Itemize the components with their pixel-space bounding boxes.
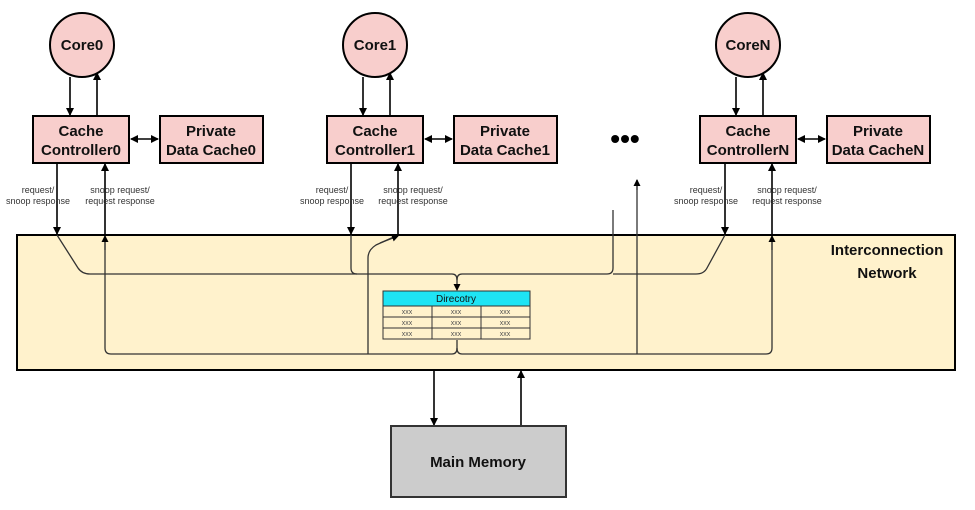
cache-controller-label-2: ControllerN xyxy=(707,142,790,159)
snoop-label-1: snoop request/ xyxy=(383,185,443,195)
cache-controller-label-1: Cache xyxy=(58,123,103,140)
directory-cell: xxx xyxy=(500,320,511,327)
core-label: CoreN xyxy=(725,37,770,54)
private-cache-label-2: Data Cache1 xyxy=(460,142,550,159)
core-node xyxy=(342,12,408,78)
directory-cell: xxx xyxy=(451,320,462,327)
request-label-1: request/ xyxy=(690,185,723,195)
snoop-label-1: snoop request/ xyxy=(90,185,150,195)
request-label-1: request/ xyxy=(22,185,55,195)
directory-cell: xxx xyxy=(500,309,511,316)
request-label-2: snoop response xyxy=(674,196,738,206)
directory-cell: xxx xyxy=(500,331,511,338)
snoop-label-1: snoop request/ xyxy=(757,185,817,195)
cache-controller-label-2: Controller1 xyxy=(335,142,415,159)
private-cache-label-2: Data Cache0 xyxy=(166,142,256,159)
cache-controller xyxy=(699,115,797,164)
snoop-label-2: request response xyxy=(752,196,822,206)
main-memory xyxy=(390,425,567,498)
directory-title: Direcotry xyxy=(436,294,476,305)
private-cache-label-2: Data CacheN xyxy=(832,142,925,159)
response-arrow-1 xyxy=(379,234,399,244)
core-node xyxy=(49,12,115,78)
request-label-2: snoop response xyxy=(6,196,70,206)
core-node xyxy=(715,12,781,78)
core-label: Core0 xyxy=(61,37,104,54)
private-cache-label-1: Private xyxy=(480,123,530,140)
private-data-cache xyxy=(159,115,264,164)
directory-cell: xxx xyxy=(402,320,413,327)
cache-controller-label-1: Cache xyxy=(725,123,770,140)
directory-cell: xxx xyxy=(451,331,462,338)
snoop-label-2: request response xyxy=(378,196,448,206)
cache-controller-label-2: Controller0 xyxy=(41,142,121,159)
request-label-1: request/ xyxy=(316,185,349,195)
private-cache-label-1: Private xyxy=(853,123,903,140)
network-title-line2: Network xyxy=(857,265,917,282)
directory-cell: xxx xyxy=(402,309,413,316)
private-data-cache xyxy=(826,115,931,164)
cache-controller xyxy=(326,115,424,164)
response-bus xyxy=(104,180,773,355)
private-cache-label-1: Private xyxy=(186,123,236,140)
cache-controller-label-1: Cache xyxy=(352,123,397,140)
directory-cell: xxx xyxy=(451,309,462,316)
ellipsis: ••• xyxy=(610,123,639,154)
cache-controller xyxy=(32,115,130,164)
request-bus xyxy=(56,210,726,291)
network-title-line1: Interconnection xyxy=(831,242,944,259)
private-data-cache xyxy=(453,115,558,164)
request-label-2: snoop response xyxy=(300,196,364,206)
core-label: Core1 xyxy=(354,37,397,54)
main-memory-label: Main Memory xyxy=(430,454,527,471)
directory-table: Direcotry xxx xxx xxx xxx xxx xxx xxx xxx xxx xyxy=(382,290,531,340)
snoop-label-2: request response xyxy=(85,196,155,206)
directory-cell: xxx xyxy=(402,331,413,338)
